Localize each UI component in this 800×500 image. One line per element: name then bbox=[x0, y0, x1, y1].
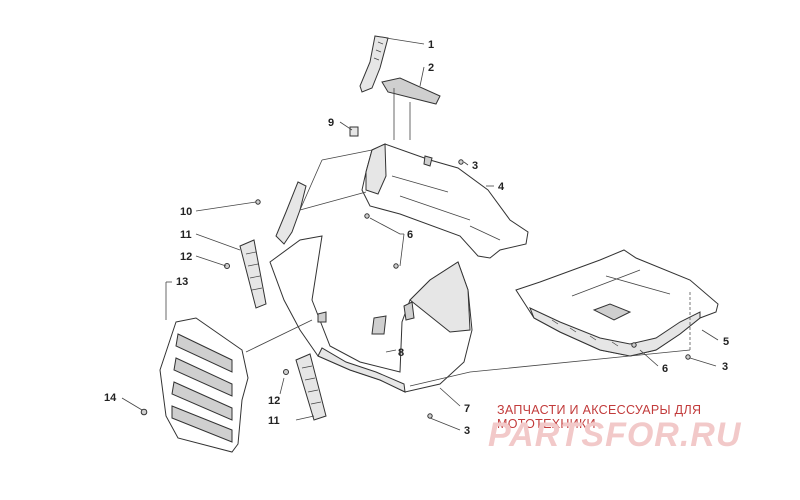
part-11-lower-bracket bbox=[295, 353, 327, 421]
callout-3: 3 bbox=[722, 361, 728, 373]
callout-11: 11 bbox=[180, 229, 192, 241]
callout-4: 4 bbox=[498, 181, 505, 193]
part-13-grille bbox=[159, 317, 249, 453]
callout-9: 9 bbox=[328, 117, 334, 129]
callout-6: 6 bbox=[407, 229, 413, 241]
callout-12: 12 bbox=[268, 395, 280, 407]
callout-6: 6 bbox=[662, 363, 668, 375]
callout-2: 2 bbox=[428, 62, 434, 74]
leader-lines bbox=[121, 37, 719, 431]
fasteners bbox=[140, 159, 691, 419]
part-9-clip bbox=[349, 126, 359, 137]
callout-10: 10 bbox=[180, 206, 192, 218]
part-11-upper-bracket bbox=[239, 239, 267, 309]
callout-13: 13 bbox=[176, 276, 188, 288]
callout-8: 8 bbox=[398, 347, 404, 359]
part-1-strap bbox=[359, 35, 389, 93]
callout-14: 14 bbox=[104, 392, 117, 404]
part-2-pad bbox=[381, 77, 441, 105]
callout-3: 3 bbox=[464, 425, 470, 437]
callout-3: 3 bbox=[472, 160, 478, 172]
watermark-tagline: ЗАПЧАСТИ И АКСЕССУАРЫ ДЛЯ МОТОТЕХНИКИ bbox=[497, 403, 702, 431]
callout-12: 12 bbox=[180, 251, 192, 263]
part-10-bracket bbox=[275, 181, 307, 245]
callout-labels: 1 2 3 4 9 10 6 11 12 13 5 3 6 8 14 12 11… bbox=[104, 39, 729, 437]
part-4-dash-panel bbox=[361, 143, 529, 259]
callout-11: 11 bbox=[268, 415, 280, 427]
part-front-nose bbox=[269, 235, 473, 393]
assembly-lines bbox=[165, 88, 691, 387]
callout-7: 7 bbox=[464, 403, 470, 415]
callout-5: 5 bbox=[723, 336, 729, 348]
callout-1: 1 bbox=[428, 39, 434, 51]
watermark-brand: PARTSFOR.RU bbox=[488, 416, 742, 454]
part-5-belly-pan bbox=[515, 249, 719, 357]
